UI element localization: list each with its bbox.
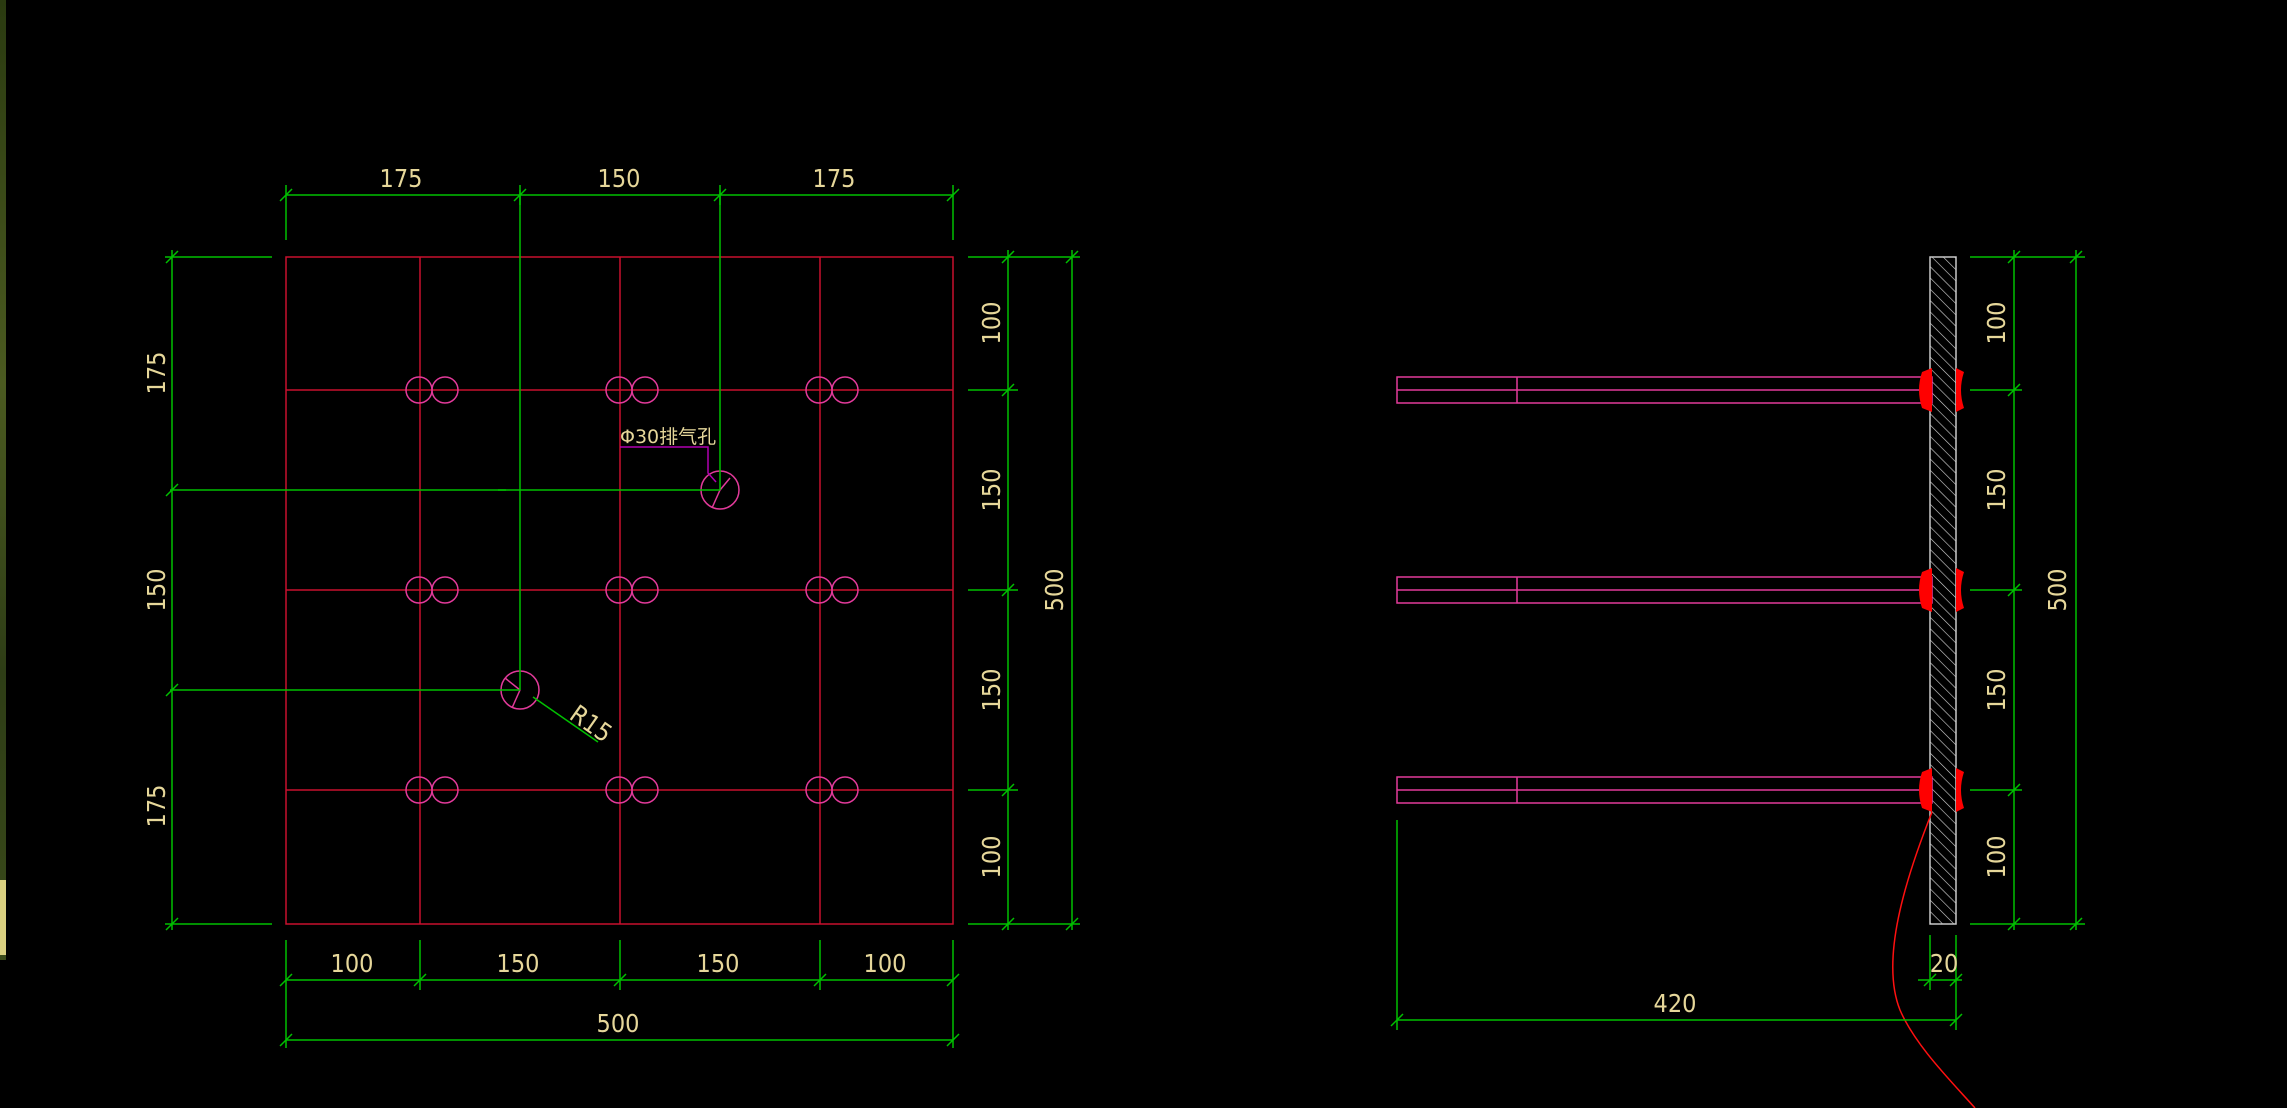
window-edge-strip-highlight	[0, 880, 6, 955]
plan-right-total: 500	[1040, 569, 1069, 612]
plan-top-dimensions: 175 150 175	[279, 164, 960, 240]
window-edge-strip	[0, 0, 6, 960]
anchor-bar-3	[1396, 776, 1933, 804]
plan-left-dim-2: 150	[142, 569, 171, 612]
section-view: 100 150 150 100 500 20 420	[1390, 250, 2085, 1108]
section-right-dim-1: 100	[1982, 302, 2011, 345]
radius-leader	[532, 696, 599, 743]
hole-note-label: Φ30排气孔	[620, 426, 716, 448]
plan-bottom-dim-4: 100	[864, 949, 907, 978]
break-line	[1892, 811, 1976, 1108]
anchor-bar-2	[1396, 576, 1933, 604]
anchor-grid	[286, 257, 953, 924]
section-length-dim: 420	[1654, 989, 1697, 1018]
section-plate	[1929, 256, 1957, 925]
plan-left-dim-3: 175	[142, 785, 171, 828]
plan-left-dim-1: 175	[142, 352, 171, 395]
section-right-dim-2: 150	[1982, 469, 2011, 512]
section-right-total: 500	[2043, 569, 2072, 612]
plan-right-dimensions: 100 150 150 100 500	[968, 250, 1080, 931]
radius-label: R15	[565, 699, 618, 748]
plan-top-dim-1: 175	[380, 164, 423, 193]
section-right-dim-3: 150	[1982, 669, 2011, 712]
section-bottom-dimensions: 20 420	[1390, 820, 1963, 1030]
welds	[1919, 368, 1964, 812]
plan-bottom-dim-2: 150	[497, 949, 540, 978]
plan-top-dim-2: 150	[598, 164, 641, 193]
plan-bottom-dim-1: 100	[331, 949, 374, 978]
section-right-dimensions: 100 150 150 100 500	[1970, 250, 2085, 931]
plan-right-dim-1: 100	[977, 302, 1006, 345]
hole-note-leader	[620, 446, 717, 483]
anchor-bar-1	[1396, 376, 1933, 404]
plan-bottom-dim-3: 150	[697, 949, 740, 978]
plan-view: Φ30排气孔 R15 175 150 175	[142, 164, 1080, 1048]
plan-right-dim-2: 150	[977, 469, 1006, 512]
plan-right-dim-3: 150	[977, 669, 1006, 712]
plan-right-dim-4: 100	[977, 836, 1006, 879]
plan-top-dim-3: 175	[813, 164, 856, 193]
plan-left-dimensions: 175 150 175	[142, 250, 272, 931]
anchor-bolt-circles	[405, 376, 859, 804]
plan-bottom-total: 500	[597, 1009, 640, 1038]
section-thickness-dim: 20	[1930, 949, 1959, 978]
plan-bottom-dimensions: 100 150 150 100 500	[279, 940, 960, 1048]
section-right-dim-4: 100	[1982, 836, 2011, 879]
